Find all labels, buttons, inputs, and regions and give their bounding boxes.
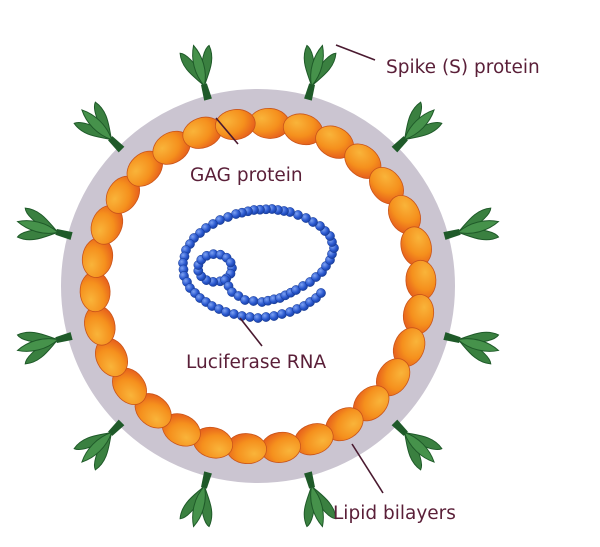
- luciferase-rna-label: Luciferase RNA: [186, 352, 326, 373]
- lipid-bilayer: [61, 89, 455, 483]
- spike-protein-label: Spike (S) protein: [386, 57, 540, 78]
- spike-protein: [303, 471, 337, 528]
- spike-protein: [303, 44, 337, 101]
- rna-nucleotide: [221, 307, 231, 317]
- spike-protein: [179, 471, 213, 528]
- spike-protein: [179, 44, 213, 101]
- rna-nucleotide: [261, 312, 271, 322]
- spike-protein: [73, 419, 125, 471]
- spike-protein: [443, 207, 500, 241]
- rna-nucleotide: [277, 309, 287, 319]
- spike-protein: [16, 331, 73, 365]
- luciferase-rna: [178, 204, 339, 323]
- gag-leader-line: [215, 117, 239, 145]
- rna-nucleotide: [269, 311, 279, 321]
- spike-protein: [391, 419, 443, 471]
- rna-nucleotide: [229, 309, 239, 319]
- gag-subunit: [214, 109, 256, 141]
- spike-proteins: [16, 44, 500, 528]
- spike-leader-line: [335, 44, 376, 61]
- rna-nucleotide: [237, 311, 247, 321]
- lipid-leader-line: [351, 443, 384, 494]
- lipid-bilayers-label: Lipid bilayers: [333, 503, 456, 524]
- rna-nucleotide: [245, 312, 255, 322]
- rna-nucleotide: [316, 288, 326, 298]
- gag-protein-label: GAG protein: [190, 165, 303, 186]
- rna-nucleotide: [253, 313, 263, 323]
- gag-protein-ring: [79, 107, 437, 465]
- spike-protein: [391, 101, 443, 153]
- rna-leader-line: [239, 317, 263, 347]
- spike-protein: [73, 101, 125, 153]
- rna-nucleotide: [240, 295, 250, 305]
- rna-nucleotide: [225, 257, 236, 268]
- spike-protein: [443, 331, 500, 365]
- spike-protein: [16, 207, 73, 241]
- rna-nucleotide: [248, 296, 259, 306]
